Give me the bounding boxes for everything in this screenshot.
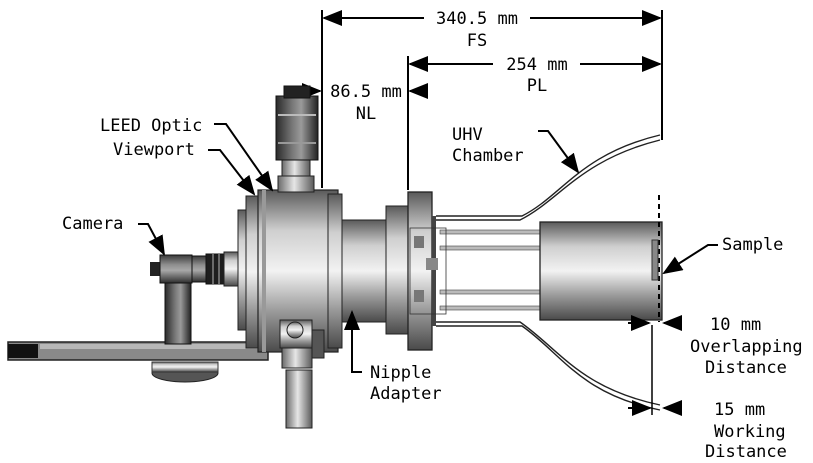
uhv-leader: [538, 130, 580, 174]
fs-label: FS: [467, 31, 487, 51]
pl-label: PL: [527, 76, 547, 96]
nl-dimension: 86.5 mm NL: [302, 82, 428, 124]
leed-optic-housing: [275, 85, 319, 193]
nipple-leader: [344, 310, 362, 373]
overlap-value: 10 mm: [710, 315, 761, 335]
leed-optic-label: LEED Optic: [100, 116, 202, 136]
camera-label: Camera: [62, 214, 123, 234]
callout-leed-optic: LEED Optic: [100, 116, 274, 192]
uhv-label-line1: UHV: [452, 125, 483, 145]
callout-sample: Sample: [662, 235, 783, 275]
callout-viewport: Viewport: [113, 140, 256, 196]
base-plate: [7, 341, 269, 383]
leed-optic-rods: [409, 227, 541, 315]
camera: [150, 251, 245, 287]
overlap-label-line2: Distance: [705, 358, 787, 378]
sample-leader: [662, 244, 718, 275]
nipple-label-line1: Nipple: [370, 363, 431, 383]
nl-value: 86.5 mm: [330, 82, 402, 102]
viewport-leader: [208, 149, 256, 196]
chamber-flange: [407, 191, 436, 351]
working-label-line1: Working: [714, 422, 786, 442]
fs-dimension: 340.5 mm FS: [322, 9, 662, 51]
nipple-label-line2: Adapter: [370, 384, 442, 404]
overlap-dimension: 10 mm Overlapping Distance: [628, 315, 803, 378]
sample: [651, 195, 660, 322]
viewport-label: Viewport: [113, 140, 195, 160]
nipple-adapter: [341, 205, 409, 335]
camera-post: [164, 279, 192, 345]
leed-optic-leader: [214, 123, 274, 192]
fs-value: 340.5 mm: [436, 9, 518, 29]
pl-value: 254 mm: [506, 55, 567, 75]
working-value: 15 mm: [714, 400, 765, 420]
working-label-line2: Distance: [705, 442, 787, 458]
nl-label: NL: [356, 104, 376, 124]
overlap-label-line1: Overlapping: [690, 337, 803, 357]
pl-dimension: 254 mm PL: [408, 55, 662, 96]
uhv-chamber: [436, 134, 661, 411]
camera-leader: [138, 223, 165, 256]
extension-lines: [321, 10, 663, 190]
sample-label: Sample: [722, 235, 783, 255]
working-dimension: 15 mm Working Distance: [628, 325, 787, 462]
leed-screen: [539, 221, 663, 321]
uhv-label-line2: Chamber: [452, 146, 524, 166]
bottom-port: [279, 319, 325, 429]
callout-uhv-chamber: UHV Chamber: [452, 125, 580, 174]
callout-camera: Camera: [62, 214, 165, 256]
callout-nipple-adapter: Nipple Adapter: [344, 310, 442, 404]
